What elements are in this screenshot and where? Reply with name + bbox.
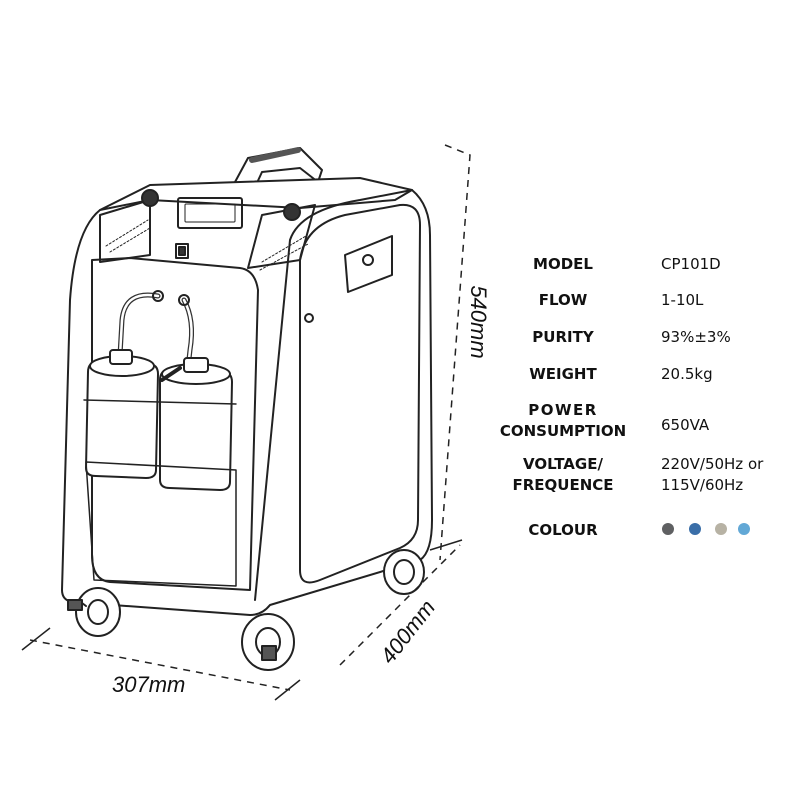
side-panel [299, 203, 421, 584]
spec-value-voltage-line2: 115V/60Hz [661, 476, 744, 494]
casters [67, 549, 425, 671]
spec-label-voltage: VOLTAGE/ FREQUENCE [478, 454, 648, 496]
spec-label-power-line2: CONSUMPTION [499, 422, 627, 440]
spec-label-power-line1: POWER [528, 401, 598, 419]
spec-label-colour: COLOUR [528, 521, 598, 539]
spec-label-flow: FLOW [538, 291, 588, 309]
colour-swatch-2 [689, 523, 701, 535]
spec-value-voltage-line1: 220V/50Hz or [661, 455, 764, 473]
colour-swatch-4 [738, 523, 750, 535]
side-handle [344, 235, 393, 293]
spec-value-voltage: 220V/50Hz or 115V/60Hz [661, 454, 763, 496]
spec-value-weight: 20.5kg [661, 365, 713, 383]
tubing [117, 292, 161, 358]
spec-value-purity: 93%±3% [661, 328, 731, 346]
dimension-lines [21, 144, 471, 701]
display-screen [177, 197, 243, 229]
spec-value-model: CP101D [661, 255, 721, 273]
spec-label-power: POWER CONSUMPTION [478, 400, 648, 442]
spec-value-flow: 1-10L [661, 291, 704, 309]
spec-label-weight: WEIGHT [529, 365, 597, 383]
colour-swatch-1 [662, 523, 674, 535]
spec-label-voltage-line2: FREQUENCE [512, 476, 614, 494]
spec-label-voltage-line1: VOLTAGE/ [523, 455, 603, 473]
width-dimension-label: 307mm [112, 672, 186, 697]
spec-value-power: 650VA [661, 416, 710, 434]
spec-label-model: MODEL [533, 255, 593, 273]
colour-swatch-3 [715, 523, 727, 535]
humidifier-bottles [85, 349, 233, 491]
left-knob [141, 189, 159, 207]
spec-label-purity: PURITY [532, 328, 594, 346]
right-knob [283, 203, 301, 221]
